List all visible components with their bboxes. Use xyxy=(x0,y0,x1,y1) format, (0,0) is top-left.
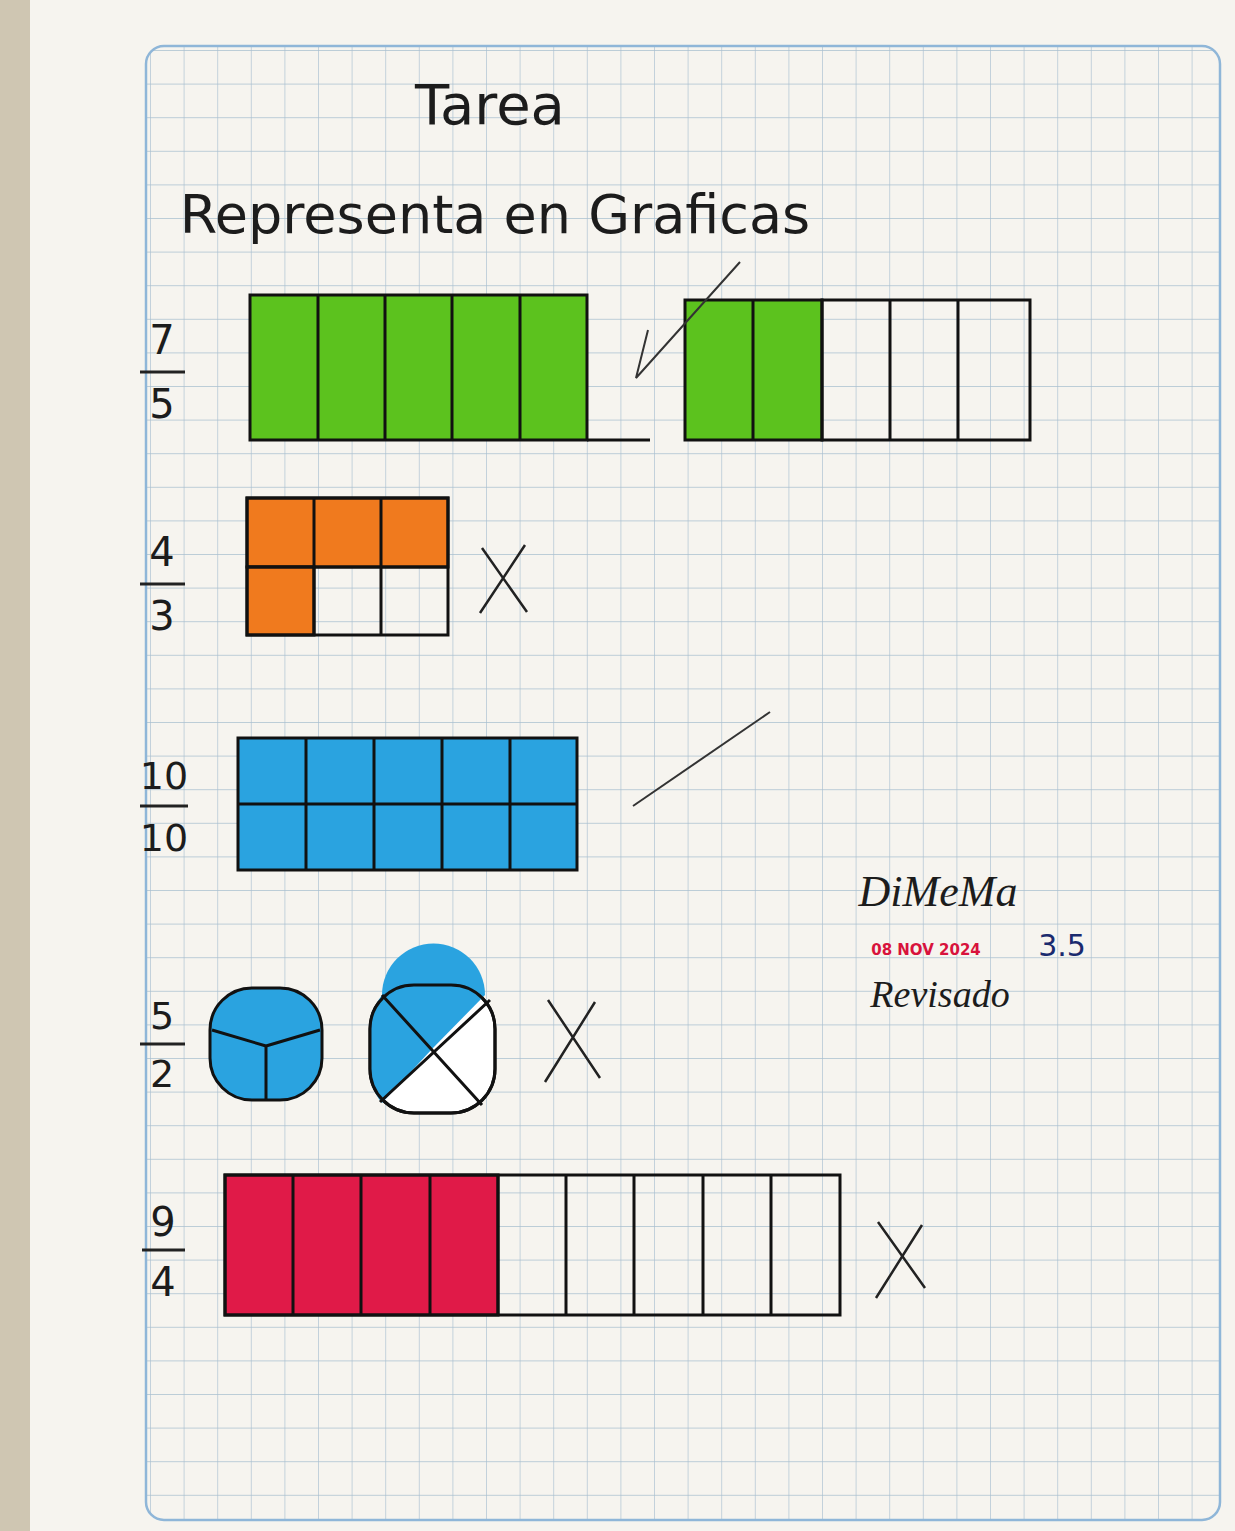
fraction-4-3 xyxy=(247,498,448,635)
instruction: Representa en Graficas xyxy=(180,188,811,242)
denominator: 2 xyxy=(150,1055,174,1093)
fraction-9-4 xyxy=(225,1175,840,1315)
numerator: 9 xyxy=(150,1202,175,1242)
denominator: 10 xyxy=(140,819,188,857)
teacher-stamp: DiMeMa xyxy=(859,870,1018,914)
stamp-date: 08 NOV 2024 xyxy=(871,943,981,958)
grade: 3.5 xyxy=(1038,931,1086,961)
fraction-7-5 xyxy=(250,295,1030,440)
denominator: 4 xyxy=(150,1262,175,1302)
numerator: 10 xyxy=(140,757,188,795)
check-mark xyxy=(636,262,740,378)
numerator: 7 xyxy=(149,320,174,360)
fraction-10-10 xyxy=(238,738,577,870)
page-title: Tarea xyxy=(415,77,565,133)
fraction-5-2 xyxy=(210,944,495,1113)
wrong-mark xyxy=(876,1222,925,1298)
wrong-mark xyxy=(545,1000,600,1082)
numerator: 4 xyxy=(149,532,174,572)
wrong-mark xyxy=(480,545,527,613)
teacher-stamp: Revisado xyxy=(870,975,1009,1013)
denominator: 3 xyxy=(149,596,174,636)
numerator: 5 xyxy=(150,997,174,1035)
check-mark xyxy=(633,712,770,806)
denominator: 5 xyxy=(149,384,174,424)
fraction-bars xyxy=(140,372,188,1250)
